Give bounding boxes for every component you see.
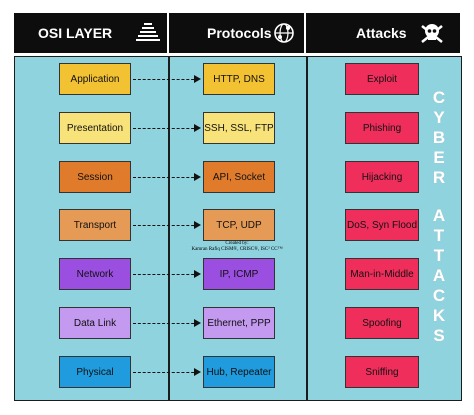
- attack-box: DoS, Syn Flood: [345, 209, 419, 241]
- attack-box: Hijacking: [345, 161, 419, 193]
- credit-line-2: Kamran Rafiq CISM®, CRISC®, ISC² CC™: [191, 247, 283, 252]
- creator-credit: Created by: Kamran Rafiq CISM®, CRISC®, …: [172, 241, 302, 253]
- credit-line-1: Created by:: [225, 241, 249, 246]
- skull-crossbones-icon: [421, 24, 443, 43]
- osi-layer-data-link: Data Link: [59, 307, 131, 339]
- protocol-box: SSH, SSL, FTP: [203, 112, 275, 144]
- layer-to-protocol-arrow: [133, 75, 201, 83]
- attack-box: Man-in-Middle: [345, 258, 419, 290]
- protocols-title: Protocols: [207, 25, 272, 41]
- protocol-box: HTTP, DNS: [203, 63, 275, 95]
- osi-layer-title: OSI LAYER: [38, 25, 113, 41]
- osi-layer-session: Session: [59, 161, 131, 193]
- protocol-box: Hub, Repeater: [203, 356, 275, 388]
- side-letter: C: [432, 286, 446, 305]
- side-letter: A: [432, 206, 446, 225]
- attack-box: Sniffing: [345, 356, 419, 388]
- side-letter: T: [433, 246, 445, 265]
- layer-to-protocol-arrow: [133, 221, 201, 229]
- attack-box: Spoofing: [345, 307, 419, 339]
- side-letter: S: [433, 326, 445, 345]
- layer-to-protocol-arrow: [133, 270, 201, 278]
- globe-network-icon: [274, 23, 294, 43]
- osi-layer-header: OSI LAYER: [14, 13, 167, 53]
- side-letter: C: [432, 88, 446, 107]
- attack-box: Exploit: [345, 63, 419, 95]
- osi-layer-presentation: Presentation: [59, 112, 131, 144]
- layer-to-protocol-arrow: [133, 173, 201, 181]
- side-letter: E: [433, 148, 445, 167]
- stacked-layers-icon: [136, 23, 160, 41]
- side-letter: Y: [433, 108, 445, 127]
- side-letter: A: [432, 266, 446, 285]
- side-letter: B: [432, 128, 446, 147]
- protocol-box: IP, ICMP: [203, 258, 275, 290]
- osi-layer-transport: Transport: [59, 209, 131, 241]
- side-letter: T: [433, 226, 445, 245]
- side-letter: R: [432, 168, 446, 187]
- side-letter: K: [432, 306, 446, 325]
- layer-to-protocol-arrow: [133, 319, 201, 327]
- osi-layer-network: Network: [59, 258, 131, 290]
- protocol-box: API, Socket: [203, 161, 275, 193]
- protocol-box: Ethernet, PPP: [203, 307, 275, 339]
- protocols-header: Protocols: [169, 13, 304, 53]
- osi-layer-application: Application: [59, 63, 131, 95]
- attacks-header: Attacks: [306, 13, 460, 53]
- layer-to-protocol-arrow: [133, 368, 201, 376]
- attacks-title: Attacks: [356, 25, 407, 41]
- osi-layer-physical: Physical: [59, 356, 131, 388]
- layer-to-protocol-arrow: [133, 124, 201, 132]
- attack-box: Phishing: [345, 112, 419, 144]
- protocol-box: TCP, UDP: [203, 209, 275, 241]
